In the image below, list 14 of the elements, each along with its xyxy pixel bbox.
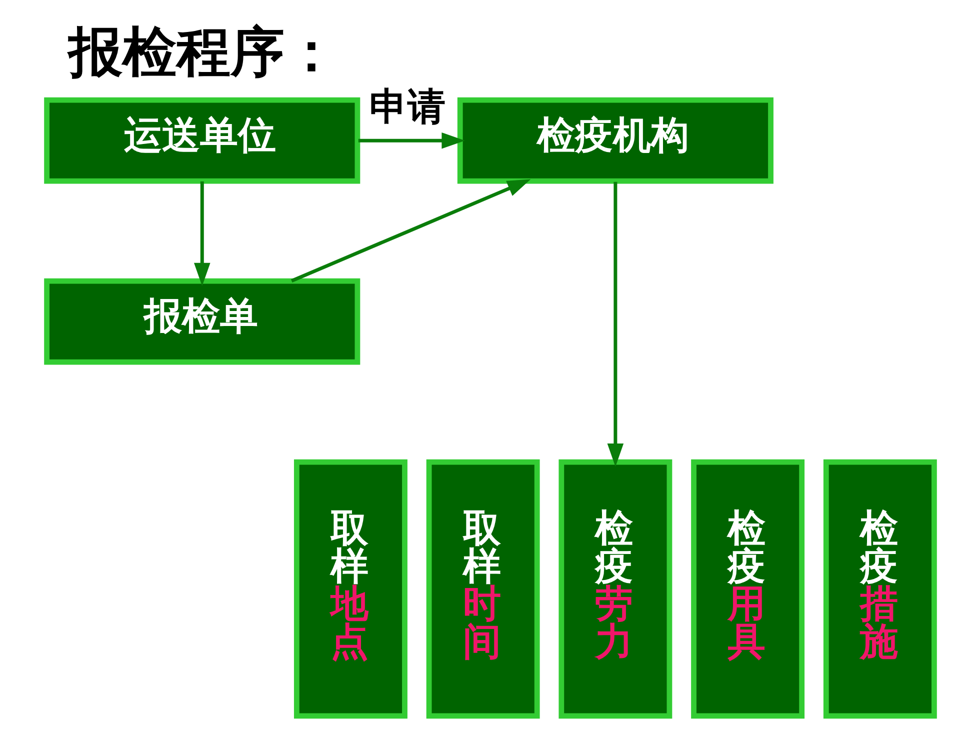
node-box: 检疫 用具 xyxy=(690,459,804,719)
arrow xyxy=(606,182,624,467)
node-box: 检疫 措施 xyxy=(822,459,936,719)
node-box: 检疫 劳力 xyxy=(558,459,672,719)
edge-label: 申请 xyxy=(369,84,446,129)
node-box: 取样 地点 xyxy=(293,459,407,719)
node-box: 报检单 xyxy=(44,278,360,365)
diagram-title: 报检程序： xyxy=(68,20,338,84)
arrow xyxy=(290,179,530,282)
node-box: 运送单位 xyxy=(44,97,360,184)
node-box: 取样 时间 xyxy=(426,459,540,719)
arrow xyxy=(358,132,464,149)
node-box: 检疫机构 xyxy=(456,97,773,184)
arrow xyxy=(193,181,210,286)
